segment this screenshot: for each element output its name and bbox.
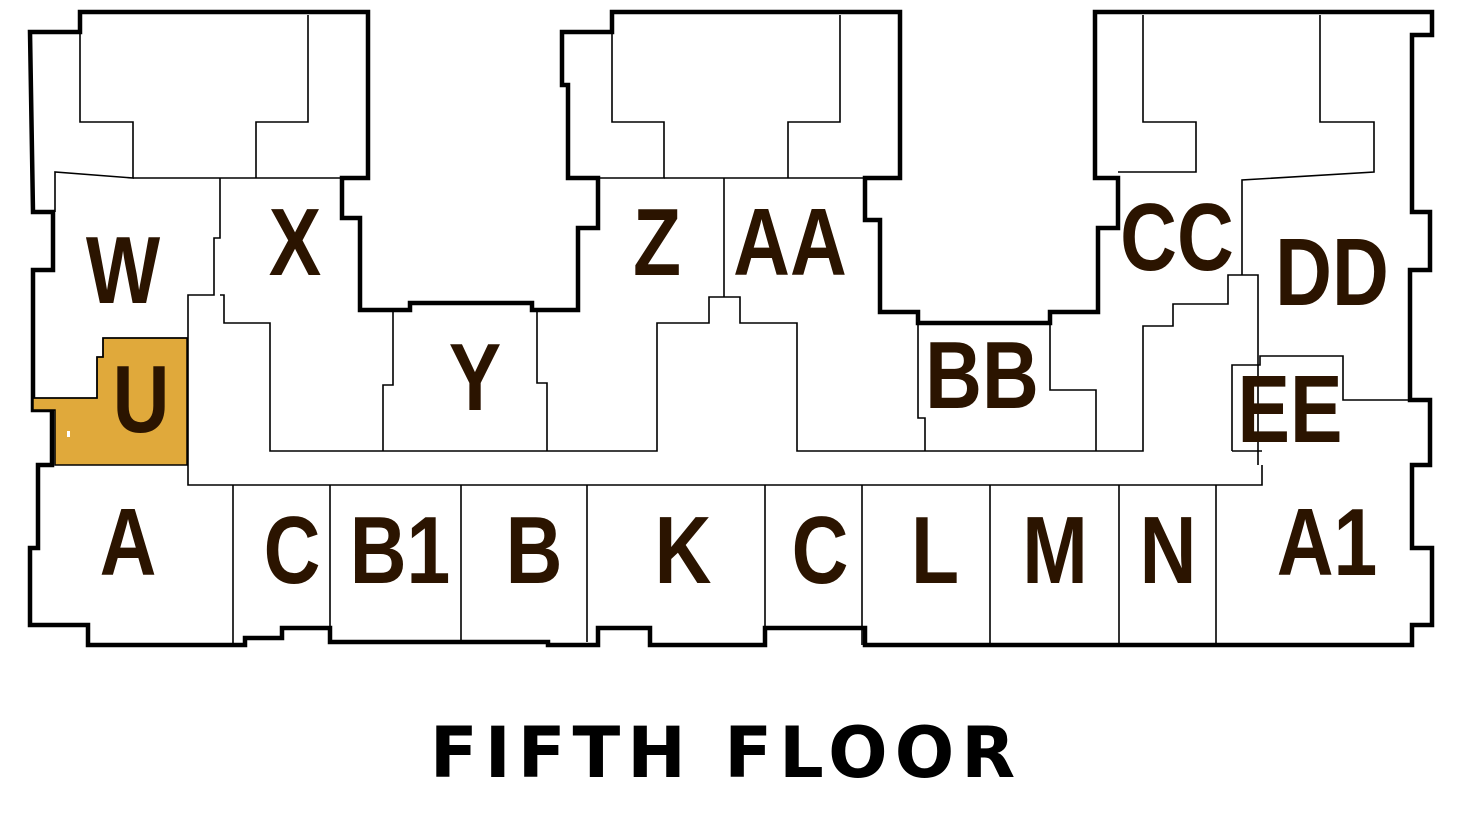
unit-label-c-2[interactable]: C [792,497,849,604]
unit-label-x[interactable]: X [269,189,322,296]
unit-label-u[interactable]: U [113,346,170,453]
unit-label-k[interactable]: K [655,497,712,604]
unit-label-w[interactable]: W [86,217,160,324]
floor-title: FIFTH FLOOR [430,712,1022,794]
unit-labels: W X Z AA CC DD U Y BB EE A C B1 B K C L … [86,184,1389,604]
unit-label-aa[interactable]: AA [733,189,847,296]
unit-label-m[interactable]: M [1022,497,1088,604]
unit-label-c[interactable]: C [264,497,321,604]
unit-label-bb[interactable]: BB [925,322,1039,429]
unit-label-b1[interactable]: B1 [350,497,451,604]
unit-label-a1[interactable]: A1 [1277,489,1378,596]
unit-label-b[interactable]: B [506,497,563,604]
unit-label-z[interactable]: Z [633,189,681,296]
unit-label-n[interactable]: N [1140,497,1197,604]
unit-label-dd[interactable]: DD [1275,219,1389,326]
marker [67,431,70,437]
unit-label-ee[interactable]: EE [1238,356,1343,463]
building-outline [27,9,1435,648]
unit-label-y[interactable]: Y [449,324,502,431]
unit-label-l[interactable]: L [911,497,959,604]
unit-label-cc[interactable]: CC [1120,184,1234,291]
unit-label-a[interactable]: A [100,489,157,596]
interior-walls [33,15,1430,645]
